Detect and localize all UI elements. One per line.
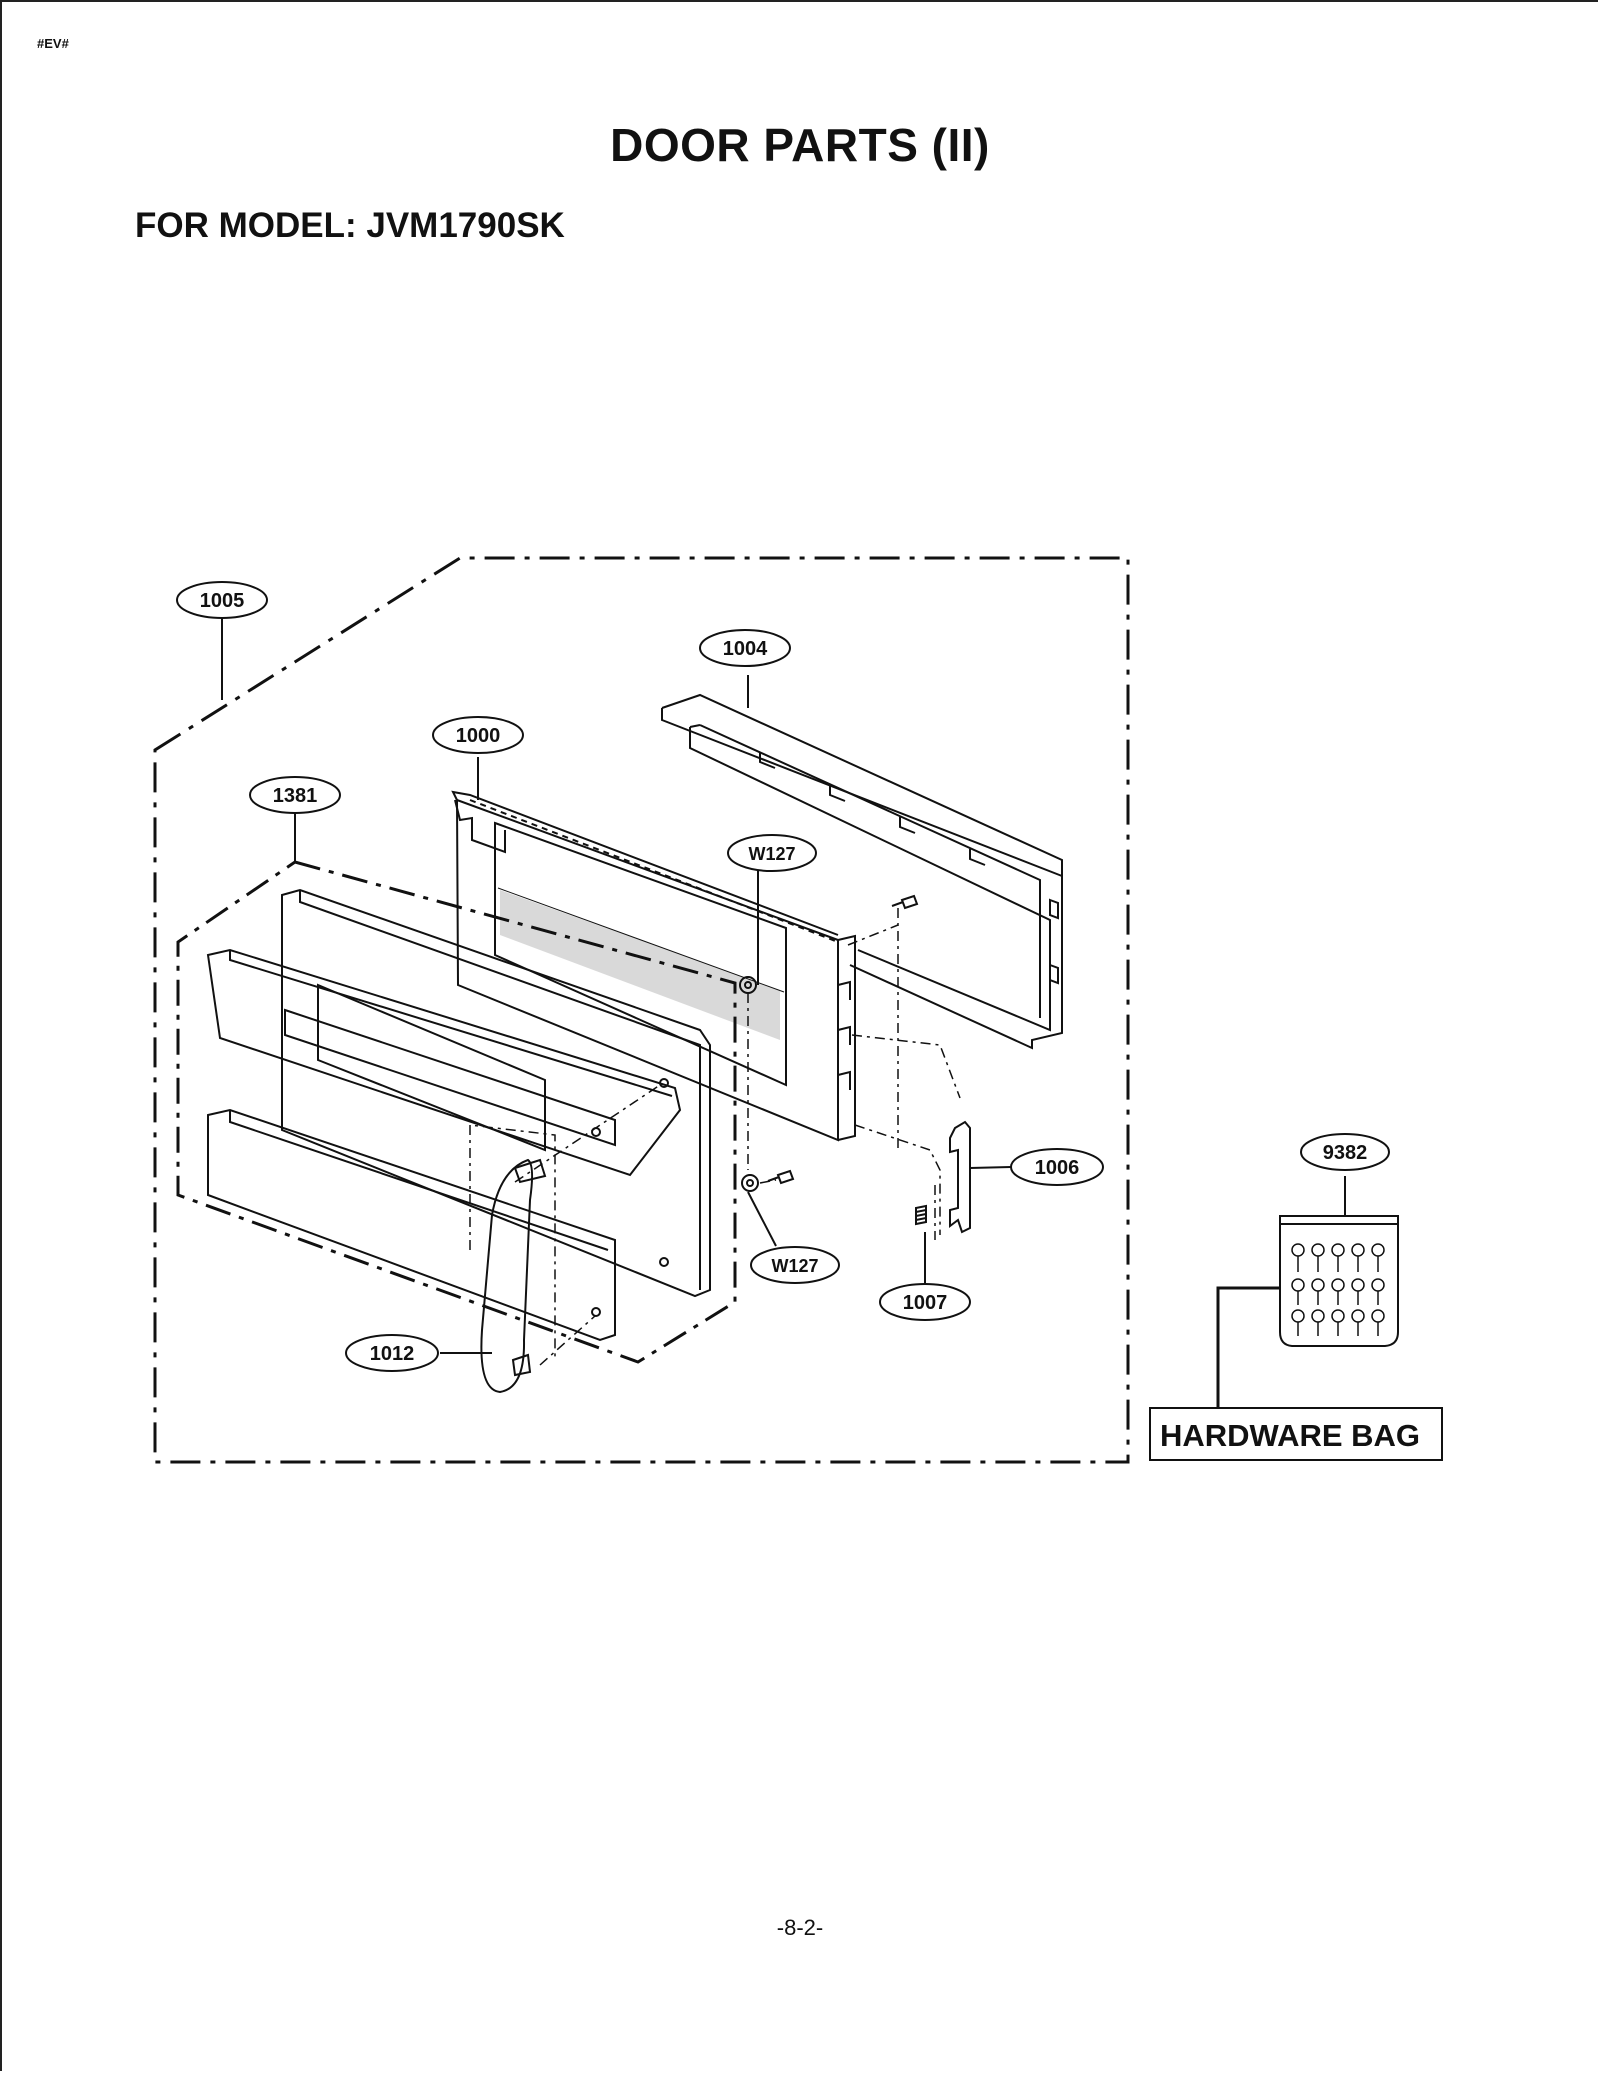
hardware-bag-leader — [1216, 1286, 1280, 1408]
latch-alignment-lines — [747, 908, 961, 1240]
callout-1381: 1381 — [273, 785, 318, 807]
spring-part — [915, 1204, 927, 1226]
page-title: DOOR PARTS (II) — [610, 119, 990, 171]
callout-1005: 1005 — [200, 590, 245, 612]
screw-top-w127 — [767, 894, 919, 1185]
window-glass — [500, 890, 780, 1040]
hardware-bag-icon — [1279, 1215, 1399, 1347]
model-subtitle: FOR MODEL: JVM1790SK — [135, 206, 565, 245]
door-frame-part — [661, 693, 1063, 1050]
window-glass-shade — [497, 887, 785, 993]
front-door-panel — [281, 888, 711, 1298]
callout-1000: 1000 — [456, 725, 501, 747]
hardware-bag-screws — [1291, 1243, 1385, 1336]
upper-trim-strip — [206, 948, 682, 1177]
callout-ovals — [176, 581, 1390, 1372]
callout-w127-bottom: W127 — [771, 1256, 818, 1276]
callout-1006: 1006 — [1035, 1157, 1080, 1179]
handle-alignment-lines — [469, 1084, 661, 1366]
document-code: #EV# — [37, 36, 69, 51]
door-handle-part — [480, 1158, 534, 1394]
latch-part — [949, 1120, 971, 1234]
callout-1007: 1007 — [903, 1292, 948, 1314]
callout-9382: 9382 — [1323, 1142, 1368, 1164]
handle-mount-top — [513, 1158, 547, 1184]
page-number: -8-2- — [776, 1915, 824, 1940]
callout-w127-top: W127 — [748, 844, 795, 864]
leader-lines — [221, 617, 1346, 1354]
lower-trim-strip — [207, 1108, 616, 1342]
hardware-bag-label: HARDWARE BAG — [1160, 1418, 1420, 1453]
hardware-bag-label-box — [1149, 1407, 1443, 1461]
screw-holes — [591, 1078, 669, 1317]
assembly-boundary — [153, 556, 1130, 1464]
choke-cover-outline — [176, 860, 737, 1364]
callout-1004: 1004 — [723, 638, 768, 660]
handle-mount-bottom — [511, 1353, 532, 1377]
callout-1012: 1012 — [370, 1343, 415, 1365]
